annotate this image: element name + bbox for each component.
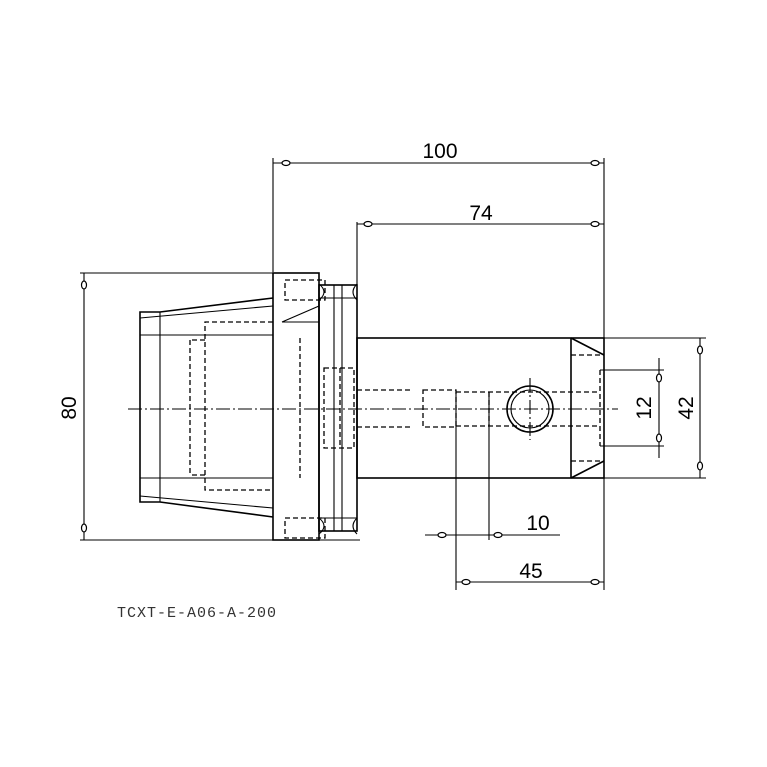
dim-bore-diameter: 42 xyxy=(675,396,698,419)
dim-hole-offset: 10 xyxy=(526,512,549,535)
dim-hole-position: 45 xyxy=(519,560,542,583)
tool-holder-outline xyxy=(139,272,605,541)
dim-overall-length: 100 xyxy=(422,140,457,163)
dim-shank-length: 74 xyxy=(469,202,493,225)
part-code: TCXT-E-A06-A-200 xyxy=(117,605,277,622)
dim-flange-diameter: 80 xyxy=(58,396,81,419)
dimension-lines xyxy=(80,158,706,590)
dim-hole-diameter: 12 xyxy=(633,396,656,419)
center-line xyxy=(128,378,618,440)
